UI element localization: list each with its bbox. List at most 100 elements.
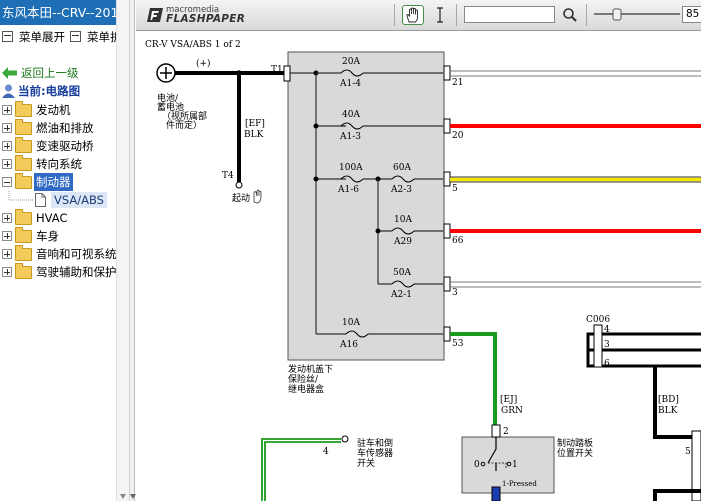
tree-item-hvac[interactable]: HVAC (0, 209, 116, 227)
panel-splitter[interactable] (129, 0, 136, 501)
folder-icon (15, 101, 32, 117)
tree-item-driver-assist[interactable]: 驾驶辅助和保护 (0, 263, 117, 281)
tree-item-audio-visual[interactable]: 音响和可视系统 (0, 245, 117, 263)
tree-item-vsa-abs[interactable]: VSA/ABS (0, 191, 116, 209)
c006-pin-label: 4 (604, 325, 610, 335)
tree-item-steering[interactable]: 转向系统 (0, 155, 116, 173)
box-label-1: 发动机盖下 (288, 363, 333, 375)
pin-label: 5 (452, 184, 458, 194)
tree-item-brakes[interactable]: 制动器 (0, 173, 116, 191)
viewer-toolbar: macromedia FLASHPAPER 85 (136, 0, 701, 31)
folder-icon (15, 263, 32, 279)
expand-icon[interactable] (2, 141, 12, 151)
expand-icon[interactable] (2, 105, 12, 115)
brake-switch-label-1: 制动踏板 (557, 437, 593, 449)
ej-label: [EJ] (500, 395, 517, 405)
text-cursor-icon (437, 7, 443, 23)
fuse-id: A1-6 (337, 185, 359, 195)
battery-label-1: 电池/ (157, 92, 179, 104)
t1-label: T1 (271, 65, 283, 75)
toolbar-separator (586, 4, 587, 26)
battery-symbol (156, 63, 176, 83)
logo-text: FLASHPAPER (166, 13, 246, 25)
expand-icon[interactable] (2, 267, 12, 277)
user-icon (2, 84, 15, 98)
pin-connector (443, 171, 451, 187)
fuse-amp: 20A (342, 57, 360, 67)
zoom-percent-field[interactable]: 85 (682, 6, 701, 23)
toolbar-separator (394, 4, 395, 26)
c006-wires (602, 332, 701, 352)
zoom-slider[interactable] (592, 6, 682, 22)
switch-dashed-link (488, 462, 507, 468)
fuse-a29 (391, 227, 415, 235)
left-panel: 东风本田--CRV--2012 菜单展开 菜单折叠 返回上一级 当前:电路图 发… (0, 0, 129, 501)
ef-label: [EF] (245, 119, 265, 129)
tree-item-body[interactable]: 车身 (0, 227, 116, 245)
folder-icon (15, 227, 32, 243)
fuse-a1-3 (340, 122, 364, 130)
tree-item-fuel-emission[interactable]: 燃油和排放 (0, 119, 116, 137)
pin-connector (443, 276, 451, 292)
bd-wire (653, 366, 701, 439)
c006-left-loop (586, 332, 594, 368)
folder-open-icon (15, 173, 32, 189)
search-icon (563, 8, 577, 22)
t1-connector (283, 65, 291, 82)
fuse-amp: 50A (393, 268, 411, 278)
right-pin-label: 5 (685, 447, 691, 457)
search-button[interactable] (560, 5, 580, 25)
blk-label: BLK (244, 130, 264, 140)
fuse-amp: 40A (342, 110, 360, 120)
fuse-amp: 10A (394, 215, 412, 225)
t4-label: T4 (222, 171, 234, 181)
fuse-id: A2-3 (390, 185, 412, 195)
logo-text-small: macromedia (166, 5, 220, 15)
collapse-icon[interactable] (2, 177, 12, 187)
pin-label: 3 (452, 288, 458, 298)
park-sensor-wire-outline (264, 441, 341, 501)
battery-label-3: （视所属部 (162, 110, 207, 122)
search-input[interactable] (464, 6, 555, 23)
tree-item-engine[interactable]: 发动机 (0, 101, 116, 119)
pin-label: 66 (452, 236, 464, 246)
battery-plus-label: (+) (196, 58, 211, 69)
fuse-a1-6 (340, 175, 364, 183)
expand-icon[interactable] (2, 213, 12, 223)
hand-tool-button[interactable] (402, 5, 424, 25)
fuse-id: A1-3 (339, 132, 361, 142)
fuse-id: A29 (393, 237, 412, 247)
pin-connector (443, 223, 451, 239)
macromedia-logo-icon (147, 8, 163, 22)
c006-label: C006 (586, 315, 610, 325)
expand-all-button[interactable]: 菜单展开 (2, 28, 65, 46)
park-sensor-terminal (341, 435, 349, 443)
fuse-id: A2-1 (390, 290, 412, 300)
hand-icon (406, 7, 418, 23)
bd-blk-label: BLK (658, 406, 678, 416)
t4-terminal (235, 181, 243, 189)
splitter-arrow-icon[interactable] (130, 494, 136, 499)
bus-dot (375, 228, 381, 234)
grn-label: GRN (501, 406, 523, 416)
fuse-a1-4 (340, 69, 364, 77)
collapse-all-icon (70, 31, 81, 42)
tree-item-transaxle[interactable]: 变速驱动桥 (0, 137, 116, 155)
left-scrollbar[interactable] (116, 0, 129, 501)
scroll-down-arrow-icon[interactable] (120, 494, 126, 499)
battery-label-4: 件而定） (166, 119, 202, 131)
switch-connector (491, 424, 501, 438)
wire-pin-21 (450, 70, 701, 77)
fuse-relay-box (287, 51, 445, 361)
expand-all-icon (2, 31, 13, 42)
park-sensor-label-1: 驻车和倒 (357, 437, 393, 449)
expand-icon[interactable] (2, 123, 12, 133)
expand-icon[interactable] (2, 159, 12, 169)
app-title: 东风本田--CRV--2012 (0, 0, 124, 25)
c006-connector (593, 324, 603, 368)
text-select-button[interactable] (430, 5, 450, 25)
fuse-a2-3 (391, 175, 415, 183)
expand-icon[interactable] (2, 249, 12, 259)
document-icon (35, 193, 46, 207)
expand-icon[interactable] (2, 231, 12, 241)
